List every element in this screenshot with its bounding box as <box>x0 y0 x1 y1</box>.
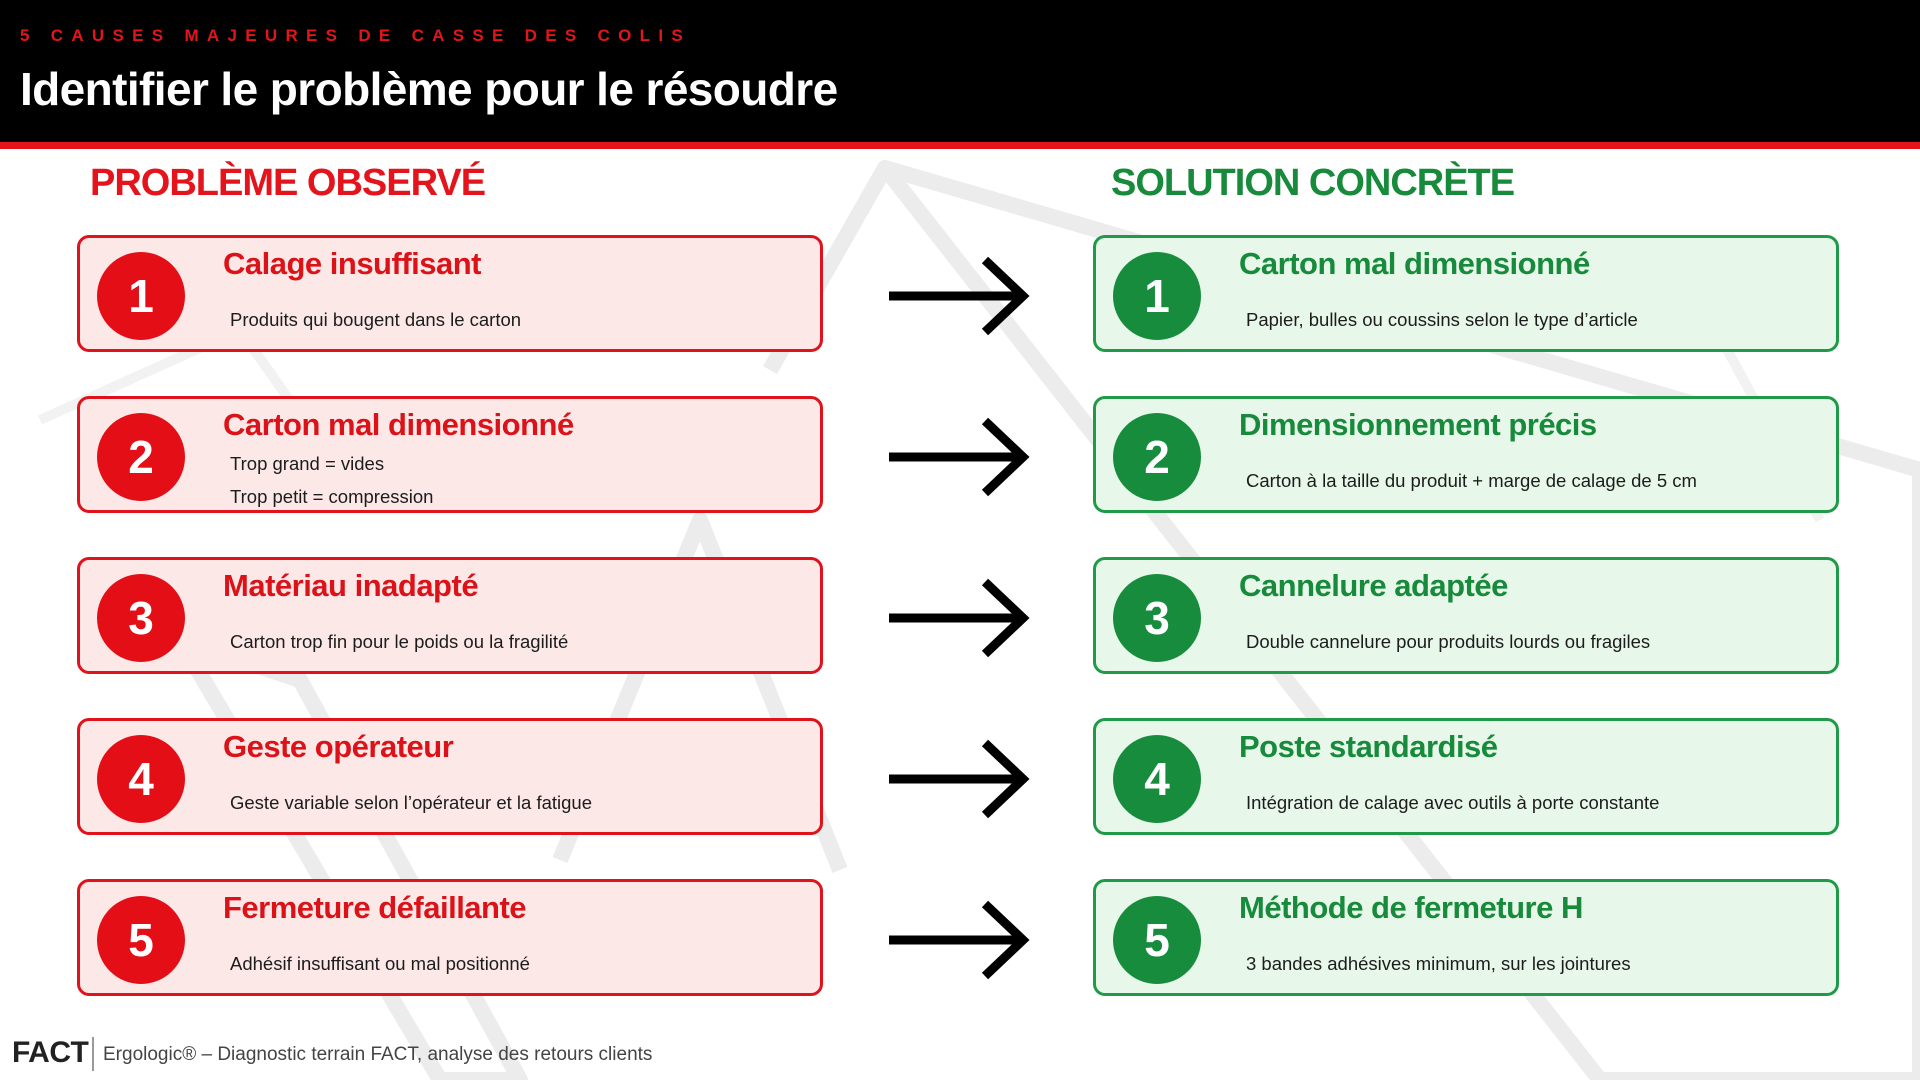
problem-card-5: 5 Fermeture défaillante Adhésif insuffis… <box>77 879 823 996</box>
number-badge: 2 <box>1113 413 1201 501</box>
problem-column-heading: PROBLÈME OBSERVÉ <box>90 162 486 204</box>
fact-logo: FACT <box>12 1036 89 1069</box>
solution-column-heading: SOLUTION CONCRÈTE <box>1111 162 1515 204</box>
solution-title: Poste standardisé <box>1239 729 1498 764</box>
problem-title: Matériau inadapté <box>223 568 479 603</box>
problem-description: Carton trop fin pour le poids ou la frag… <box>230 631 569 652</box>
solution-card-4: 4 Poste standardisé Intégration de calag… <box>1093 718 1839 835</box>
problem-title: Fermeture défaillante <box>223 890 527 925</box>
problem-description-line-2: Trop petit = compression <box>230 486 434 507</box>
solution-card-5: 5 Méthode de fermeture H 3 bandes adhési… <box>1093 879 1839 996</box>
solution-description: Papier, bulles ou coussins selon le type… <box>1246 309 1638 330</box>
number-badge: 3 <box>97 574 185 662</box>
page-title: Identifier le problème pour le résoudre <box>20 63 838 115</box>
problem-description: Geste variable selon l’opérateur et la f… <box>230 792 592 813</box>
problem-card-1: 1 Calage insuffisant Produits qui bougen… <box>77 235 823 352</box>
solution-title: Dimensionnement précis <box>1239 407 1597 442</box>
solution-title: Carton mal dimensionné <box>1239 246 1590 281</box>
footer-divider <box>92 1037 94 1071</box>
number-badge: 1 <box>97 252 185 340</box>
solution-card-3: 3 Cannelure adaptée Double cannelure pou… <box>1093 557 1839 674</box>
solution-card-2: 2 Dimensionnement précis Carton à la tai… <box>1093 396 1839 513</box>
problem-card-2: 2 Carton mal dimensionné Trop grand = vi… <box>77 396 823 513</box>
problem-card-4: 4 Geste opérateur Geste variable selon l… <box>77 718 823 835</box>
problem-title: Calage insuffisant <box>223 246 482 281</box>
solution-description: Intégration de calage avec outils à port… <box>1246 792 1660 813</box>
number-badge: 5 <box>1113 896 1201 984</box>
solution-description: 3 bandes adhésives minimum, sur les join… <box>1246 953 1631 974</box>
header-kicker: 5 CAUSES MAJEURES DE CASSE DES COLIS <box>20 26 691 45</box>
problem-description: Adhésif insuffisant ou mal positionné <box>230 953 530 974</box>
number-badge: 4 <box>97 735 185 823</box>
header-bar: 5 CAUSES MAJEURES DE CASSE DES COLIS Ide… <box>0 0 1920 149</box>
solution-title: Cannelure adaptée <box>1239 568 1508 603</box>
problem-description: Produits qui bougent dans le carton <box>230 309 522 330</box>
right-arrow-icon <box>889 578 1030 658</box>
problem-title: Geste opérateur <box>223 729 454 764</box>
solution-title: Méthode de fermeture H <box>1239 890 1583 925</box>
problem-title: Carton mal dimensionné <box>223 407 574 442</box>
number-badge: 1 <box>1113 252 1201 340</box>
solution-description: Carton à la taille du produit + marge de… <box>1246 470 1697 491</box>
problem-description-line-1: Trop grand = vides <box>230 453 385 474</box>
footer-source: Ergologic® – Diagnostic terrain FACT, an… <box>103 1044 653 1065</box>
number-badge: 5 <box>97 896 185 984</box>
problem-card-3: 3 Matériau inadapté Carton trop fin pour… <box>77 557 823 674</box>
right-arrow-icon <box>889 900 1030 980</box>
right-arrow-icon <box>889 739 1030 819</box>
solution-card-1: 1 Carton mal dimensionné Papier, bulles … <box>1093 235 1839 352</box>
number-badge: 2 <box>97 413 185 501</box>
right-arrow-icon <box>889 256 1030 336</box>
solution-description: Double cannelure pour produits lourds ou… <box>1246 631 1651 652</box>
right-arrow-icon <box>889 417 1030 497</box>
number-badge: 4 <box>1113 735 1201 823</box>
number-badge: 3 <box>1113 574 1201 662</box>
